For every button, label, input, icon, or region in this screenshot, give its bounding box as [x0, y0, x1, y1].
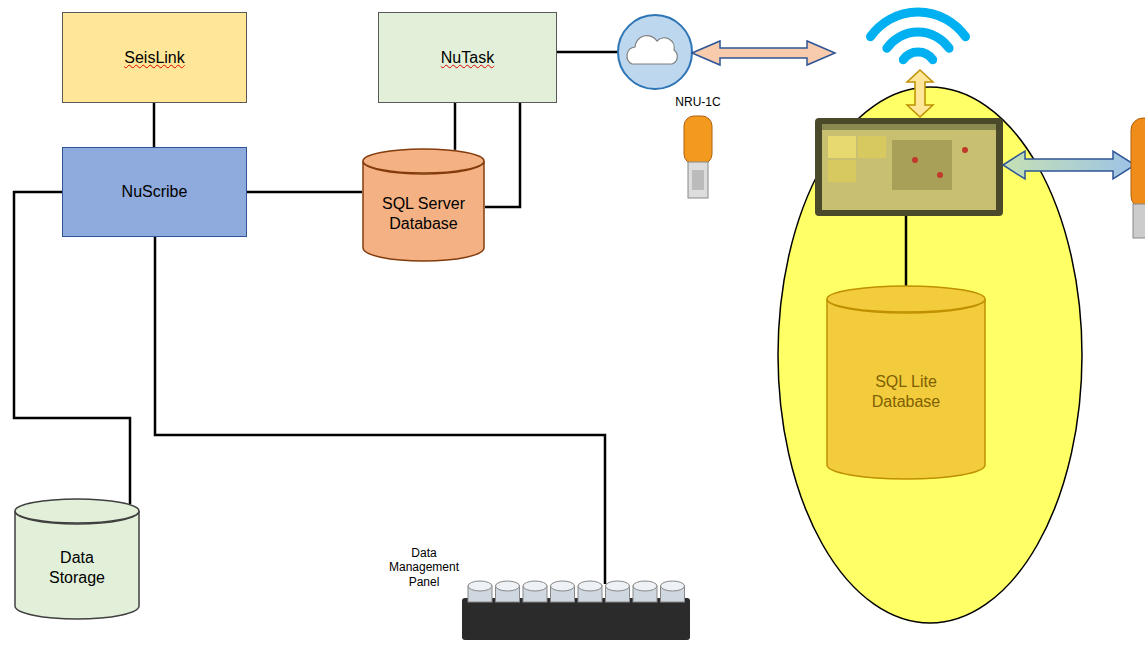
tablet-icon — [815, 118, 1003, 216]
panel-illustration — [462, 581, 690, 640]
database-cylinder: SQL Lite Database — [826, 285, 986, 480]
node-label: Data Storage — [47, 548, 107, 586]
connector-line — [247, 191, 362, 194]
node-label: SeisLink — [124, 48, 184, 67]
node-label: SQL Server Database — [374, 194, 474, 232]
cylinder-body — [363, 161, 484, 261]
application-box: SeisLink — [62, 12, 247, 103]
recorder-device — [684, 116, 712, 198]
double-arrow — [692, 41, 835, 65]
node-label: SQL Lite Database — [861, 372, 951, 410]
application-box: NuScribe — [62, 147, 247, 237]
node-label: NuScribe — [122, 182, 188, 201]
panel-label: Data Management Panel — [384, 546, 464, 589]
application-box: NuTask — [378, 12, 557, 103]
double-arrow — [907, 70, 933, 117]
panel-node: Data Management Panel — [462, 584, 690, 640]
connector-line — [454, 103, 457, 150]
cylinder-top — [15, 499, 139, 523]
connector-line — [14, 192, 130, 504]
cloud-icon — [618, 15, 692, 89]
tablet-wire — [905, 216, 908, 286]
database-cylinder: SQL Server Database — [362, 148, 485, 262]
connector-line — [155, 237, 605, 584]
cylinder-top — [363, 149, 484, 173]
node-label: NuTask — [441, 48, 494, 67]
device-label: NRU-1C — [668, 95, 728, 109]
cylinder-body — [827, 299, 985, 479]
wifi-icon — [871, 12, 966, 60]
storage-cylinder: Data Storage — [14, 498, 140, 620]
cylinder-top — [827, 286, 985, 312]
double-arrow — [1003, 151, 1135, 179]
connector-line — [153, 103, 156, 147]
cylinder-body — [15, 511, 139, 619]
recorder-device — [1131, 118, 1145, 238]
